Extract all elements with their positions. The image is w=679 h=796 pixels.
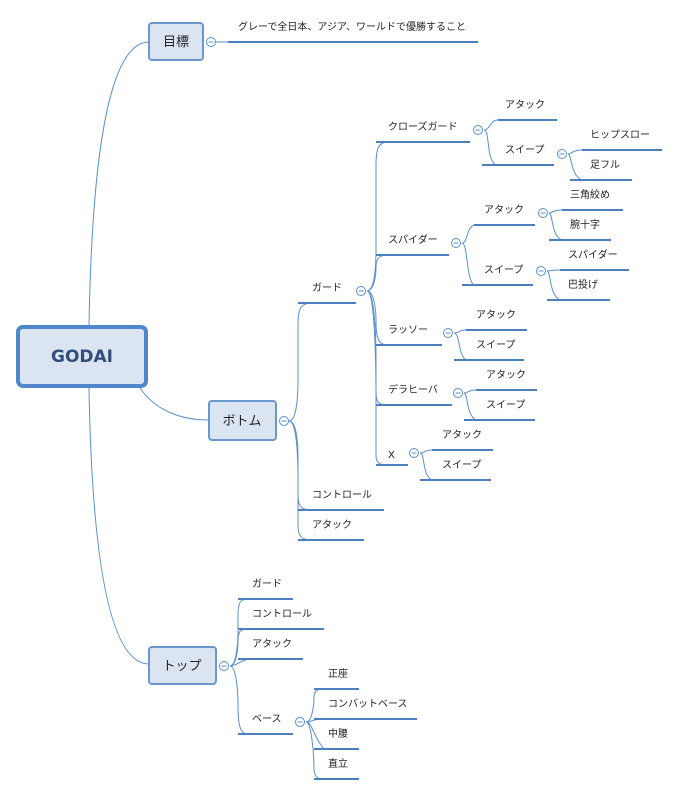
- connectors: [88, 41, 583, 780]
- collapse-icon-spider-sweep[interactable]: [536, 266, 546, 276]
- collapse-icon-bottom[interactable]: [279, 416, 289, 426]
- bottom-control-label[interactable]: コントロール: [312, 490, 372, 501]
- spider-sweep-spider[interactable]: スパイダー: [568, 248, 618, 261]
- chugoshi-label[interactable]: 中腰: [328, 727, 348, 740]
- branch-top[interactable]: トップ: [148, 646, 217, 685]
- seiza-label[interactable]: 正座: [328, 667, 348, 680]
- branch-goal[interactable]: 目標: [148, 22, 204, 61]
- spider-sweep[interactable]: スイープ: [484, 264, 523, 276]
- top-control-label[interactable]: コントロール: [252, 609, 312, 620]
- lasso-label[interactable]: ラッソー: [388, 324, 428, 336]
- topic-underlines: [228, 41, 662, 780]
- closed-guard-label[interactable]: クローズガード: [388, 120, 458, 133]
- spider-attack[interactable]: アタック: [484, 204, 524, 216]
- collapse-icon-guard[interactable]: [356, 286, 366, 296]
- collapse-icon-x-guard[interactable]: [409, 448, 419, 458]
- root-label: GODAI: [51, 347, 113, 367]
- topic-labels: グレーで全日本、アジア、ワールドで優勝すること ガード コントロール アタック …: [238, 20, 650, 770]
- dlr-label[interactable]: デラヒーバ: [388, 383, 438, 396]
- spider-label[interactable]: スパイダー: [388, 233, 438, 246]
- dlr-attack[interactable]: アタック: [486, 369, 526, 381]
- collapse-icon-dlr[interactable]: [453, 388, 463, 398]
- collapse-icon-closed-guard-sweep[interactable]: [557, 149, 567, 159]
- top-label: トップ: [162, 659, 201, 674]
- bottom-guard-label[interactable]: ガード: [312, 282, 342, 294]
- collapse-icon-lasso[interactable]: [443, 328, 453, 338]
- collapse-icon-spider[interactable]: [451, 238, 461, 248]
- collapse-icon-closed-guard[interactable]: [473, 125, 483, 135]
- top-attack-label[interactable]: アタック: [252, 638, 292, 650]
- collapse-icon-spider-attack[interactable]: [538, 208, 548, 218]
- collapse-icon-top[interactable]: [219, 661, 229, 671]
- triangle-label[interactable]: 三角絞め: [570, 188, 610, 201]
- hip-throw-label[interactable]: ヒップスロー: [590, 129, 650, 141]
- goal-text[interactable]: グレーで全日本、アジア、ワールドで優勝すること: [238, 20, 466, 33]
- closed-guard-sweep[interactable]: スイープ: [505, 144, 544, 156]
- combat-base-label[interactable]: コンバットベース: [328, 698, 408, 710]
- lasso-sweep[interactable]: スイープ: [476, 339, 515, 351]
- lasso-attack[interactable]: アタック: [476, 309, 516, 321]
- bottom-attack-label[interactable]: アタック: [312, 519, 352, 531]
- x-sweep[interactable]: スイープ: [442, 459, 481, 471]
- branch-bottom[interactable]: ボトム: [208, 400, 277, 441]
- closed-guard-attack[interactable]: アタック: [505, 99, 545, 111]
- top-guard-label[interactable]: ガード: [252, 578, 282, 590]
- armbar-label[interactable]: 腕十字: [570, 218, 600, 231]
- dlr-sweep[interactable]: スイープ: [486, 399, 525, 411]
- top-base-label[interactable]: ベース: [252, 713, 282, 725]
- x-guard-label[interactable]: X: [388, 450, 395, 461]
- ashi-label[interactable]: 足フル: [590, 159, 620, 171]
- goal-label: 目標: [163, 35, 189, 50]
- collapse-icon-base[interactable]: [295, 717, 305, 727]
- chokuritsu-label[interactable]: 直立: [328, 757, 348, 770]
- x-attack[interactable]: アタック: [442, 429, 482, 441]
- collapse-icon-goal[interactable]: [206, 37, 216, 47]
- root-topic[interactable]: GODAI: [16, 325, 148, 388]
- bottom-label: ボトム: [222, 414, 261, 429]
- tomoe-label[interactable]: 巴投げ: [568, 278, 598, 291]
- collapse-toggles: [206, 37, 567, 727]
